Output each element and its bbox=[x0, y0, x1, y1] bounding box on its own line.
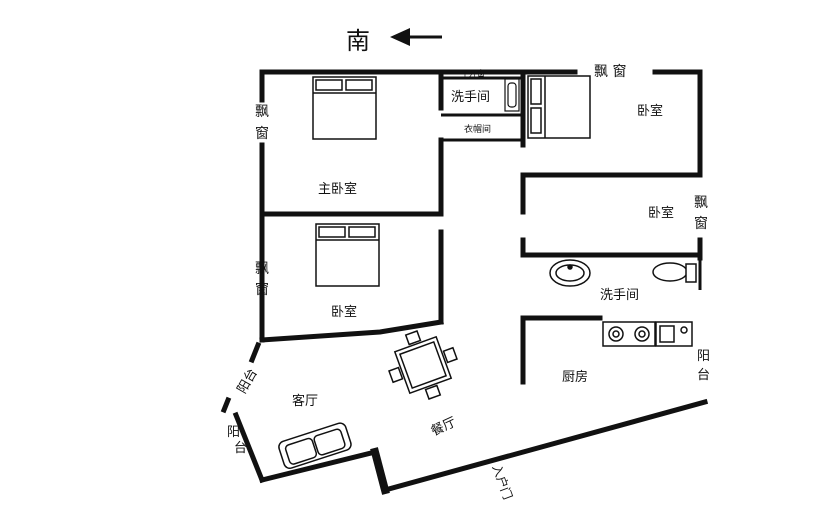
bay-window-left-char-2: 窗 bbox=[255, 281, 269, 298]
bay-window-mid-right-char-1: 飘 bbox=[694, 195, 708, 211]
living-balcony-lower-char-1: 阳 bbox=[227, 425, 240, 440]
top-right-bed-icon bbox=[527, 75, 591, 139]
kitchen-label: 厨房 bbox=[562, 369, 588, 385]
kitchen-sink-icon bbox=[655, 321, 693, 347]
kitchen-balcony-char-1: 阳 bbox=[697, 349, 710, 364]
toilet-icon bbox=[652, 262, 697, 283]
stove-icon bbox=[602, 321, 656, 347]
dining-table-icon bbox=[388, 330, 458, 400]
casement-window-label: 平开窗 bbox=[461, 68, 485, 78]
closet-label: 衣帽间 bbox=[464, 123, 491, 135]
bay-window-master-char-2: 窗 bbox=[255, 125, 269, 142]
sofa-icon bbox=[278, 422, 352, 470]
north-south-indicator: 南 bbox=[346, 27, 442, 55]
bay-window-top-right-label: 飘 窗 bbox=[594, 63, 626, 80]
bay-window-mid-right-char-2: 窗 bbox=[694, 215, 708, 232]
entrance-door-label: 入户门 bbox=[489, 462, 515, 501]
master-bedroom-label: 主卧室 bbox=[318, 181, 357, 197]
bay-window-master-char-1: 飘 bbox=[255, 104, 269, 120]
master-bed-icon bbox=[312, 76, 377, 140]
sink-icon bbox=[549, 259, 591, 287]
mid-right-bedroom-label: 卧室 bbox=[648, 205, 674, 221]
left-bedroom-label: 卧室 bbox=[331, 304, 357, 320]
compass-arrow-icon bbox=[390, 28, 410, 46]
kitchen-balcony-char-2: 台 bbox=[697, 368, 710, 383]
bathtub-icon bbox=[504, 78, 520, 112]
living-room-label: 客厅 bbox=[292, 393, 318, 409]
living-balcony-lower-char-2: 台 bbox=[234, 441, 247, 456]
dining-room-label: 餐厅 bbox=[428, 414, 458, 439]
compass-label: 南 bbox=[346, 27, 370, 55]
thin-walls bbox=[441, 76, 702, 290]
top-right-bedroom-label: 卧室 bbox=[637, 103, 663, 119]
right-bathroom-label: 洗手间 bbox=[600, 288, 639, 303]
bedroom-bed-icon bbox=[315, 223, 380, 287]
living-balcony-upper-label: 阳台 bbox=[235, 366, 261, 396]
top-bathroom-label: 洗手间 bbox=[451, 90, 490, 105]
bay-window-left-char-1: 飘 bbox=[255, 261, 269, 277]
